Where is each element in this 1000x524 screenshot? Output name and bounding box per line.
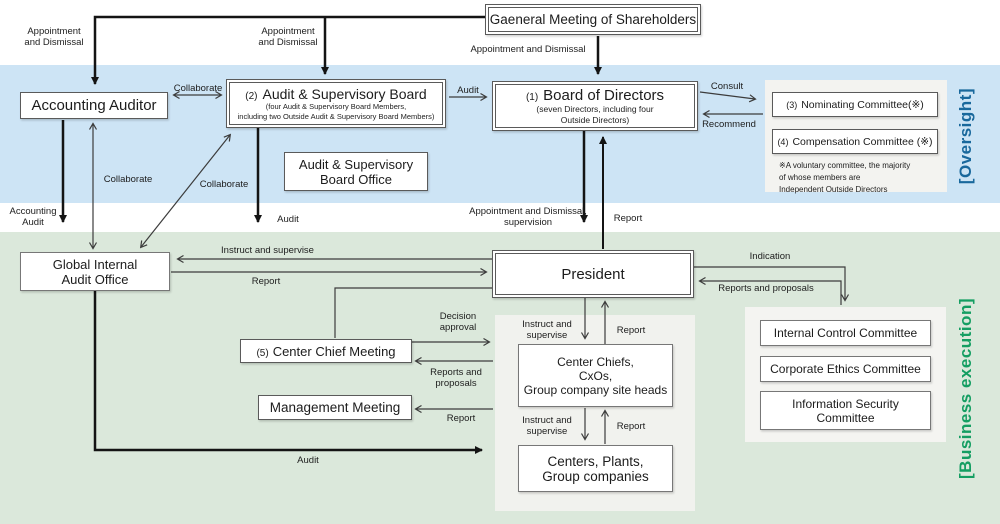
edge-label-audit: Audit [297, 455, 319, 466]
node-compensation-committee: (4) Compensation Committee (※) [772, 129, 938, 154]
node-label: Board of Directors [543, 86, 665, 104]
node-subtext: Outside Directors) [560, 114, 630, 125]
node-audit-supervisory-board: (2) Audit & Supervisory Board (four Audi… [226, 79, 446, 128]
edge-label-report: Report [446, 413, 476, 424]
node-number: (5) [256, 347, 269, 359]
footnote-line: of whose members are [779, 173, 861, 182]
node-label: Group companies [542, 468, 649, 484]
edge-label-audit: Audit [277, 214, 299, 225]
node-board-of-directors: (1) Board of Directors (seven Directors,… [492, 81, 698, 131]
node-label: Global Internal [52, 256, 138, 272]
edge-label-collaborate: Collaborate [199, 179, 249, 190]
section-label-business-execution: [Business execution] [948, 258, 984, 518]
section-label-oversight: [Oversight] [948, 72, 984, 200]
edge-label-report: Report [613, 213, 643, 224]
node-label: Centers, Plants, [547, 453, 644, 469]
node-general-meeting-shareholders: Gaeneral Meeting of Shareholders [485, 4, 701, 35]
node-label: Accounting Auditor [31, 97, 157, 114]
committee-footnote: ※A voluntary committee, the majority of … [779, 160, 941, 196]
node-label: Center Chiefs, [557, 354, 634, 369]
node-label: President [561, 265, 625, 283]
node-label: Compensation Committee (※) [792, 135, 933, 148]
edge-label-instruct-supervise: Instruct and supervise [522, 319, 572, 342]
edge-label-instruct-supervise: Instruct and supervise [221, 245, 314, 256]
edge-label-appointment-dismissal: Appointment and Dismissal [24, 26, 84, 49]
node-internal-control-committee: Internal Control Committee [760, 320, 931, 346]
node-president: President [492, 250, 694, 298]
section-label-text: [Business execution] [956, 297, 975, 479]
node-label: Internal Control Committee [773, 326, 918, 340]
node-information-security-committee: Information Security Committee [760, 391, 931, 430]
node-label: Gaeneral Meeting of Shareholders [489, 12, 697, 27]
edge-label-instruct-supervise: Instruct and supervise [522, 415, 572, 438]
node-number: (4) [777, 136, 789, 147]
node-label: Nominating Committee(※) [801, 98, 924, 111]
node-label: CxOs, [578, 368, 613, 383]
section-label-text: [Oversight] [956, 87, 975, 185]
node-label: Corporate Ethics Committee [770, 362, 921, 376]
edge-label-accounting-audit: Accounting Audit [9, 206, 57, 229]
footnote-line: ※A voluntary committee, the majority [779, 161, 911, 170]
node-label: Information Security [792, 396, 899, 411]
edge-label-report: Report [251, 276, 281, 287]
node-number: (1) [525, 91, 539, 103]
node-accounting-auditor: Accounting Auditor [20, 92, 168, 119]
node-subtext: (seven Directors, including four [536, 103, 654, 114]
node-label: Board Office [319, 171, 393, 187]
node-subtext: including two Outside Audit & Supervisor… [237, 111, 435, 121]
node-label: Committee [816, 410, 875, 425]
node-label: Center Chief Meeting [272, 343, 396, 359]
node-label: Management Meeting [269, 400, 401, 415]
node-center-chiefs: Center Chiefs, CxOs, Group company site … [518, 344, 673, 407]
node-number: (2) [245, 91, 258, 103]
node-label: Group company site heads [523, 382, 668, 397]
node-corporate-ethics-committee: Corporate Ethics Committee [760, 356, 931, 382]
node-audit-supervisory-board-office: Audit & Supervisory Board Office [284, 152, 428, 191]
node-management-meeting: Management Meeting [258, 395, 412, 420]
edge-label-reports-proposals: Reports and proposals [430, 367, 482, 390]
edge-label-indication: Indication [749, 251, 791, 262]
node-centers-plants-group-companies: Centers, Plants, Group companies [518, 445, 673, 492]
edge-label-collaborate: Collaborate [103, 174, 153, 185]
node-center-chief-meeting: (5) Center Chief Meeting [240, 339, 412, 363]
edge-label-appointment-dismissal: Appointment and Dismissal [258, 26, 318, 49]
edge-label-report: Report [616, 325, 646, 336]
node-nominating-committee: (3) Nominating Committee(※) [772, 92, 938, 117]
node-number: (3) [786, 99, 798, 110]
edge-label-appointment-dismissal-supervision: Appointment and Dismissal, supervision [469, 206, 587, 229]
edge-label-reports-proposals: Reports and proposals [718, 283, 814, 294]
edge-label-collaborate: Collaborate [173, 83, 223, 94]
edge-label-report: Report [616, 421, 646, 432]
node-label: Audit Office [61, 271, 129, 287]
node-subtext: (four Audit & Supervisory Board Members, [265, 102, 407, 112]
footnote-line: Independent Outside Directors [779, 185, 888, 194]
node-label: Audit & Supervisory Board [262, 86, 427, 103]
edge-label-decision-approval: Decision approval [439, 311, 477, 334]
node-global-internal-audit-office: Global Internal Audit Office [20, 252, 170, 291]
node-label: Audit & Supervisory [298, 156, 414, 172]
edge-label-appointment-dismissal: Appointment and Dismissal [470, 44, 586, 55]
edge-label-recommend: Recommend [702, 119, 756, 130]
edge-label-consult: Consult [710, 81, 744, 92]
edge-label-audit: Audit [457, 85, 479, 96]
